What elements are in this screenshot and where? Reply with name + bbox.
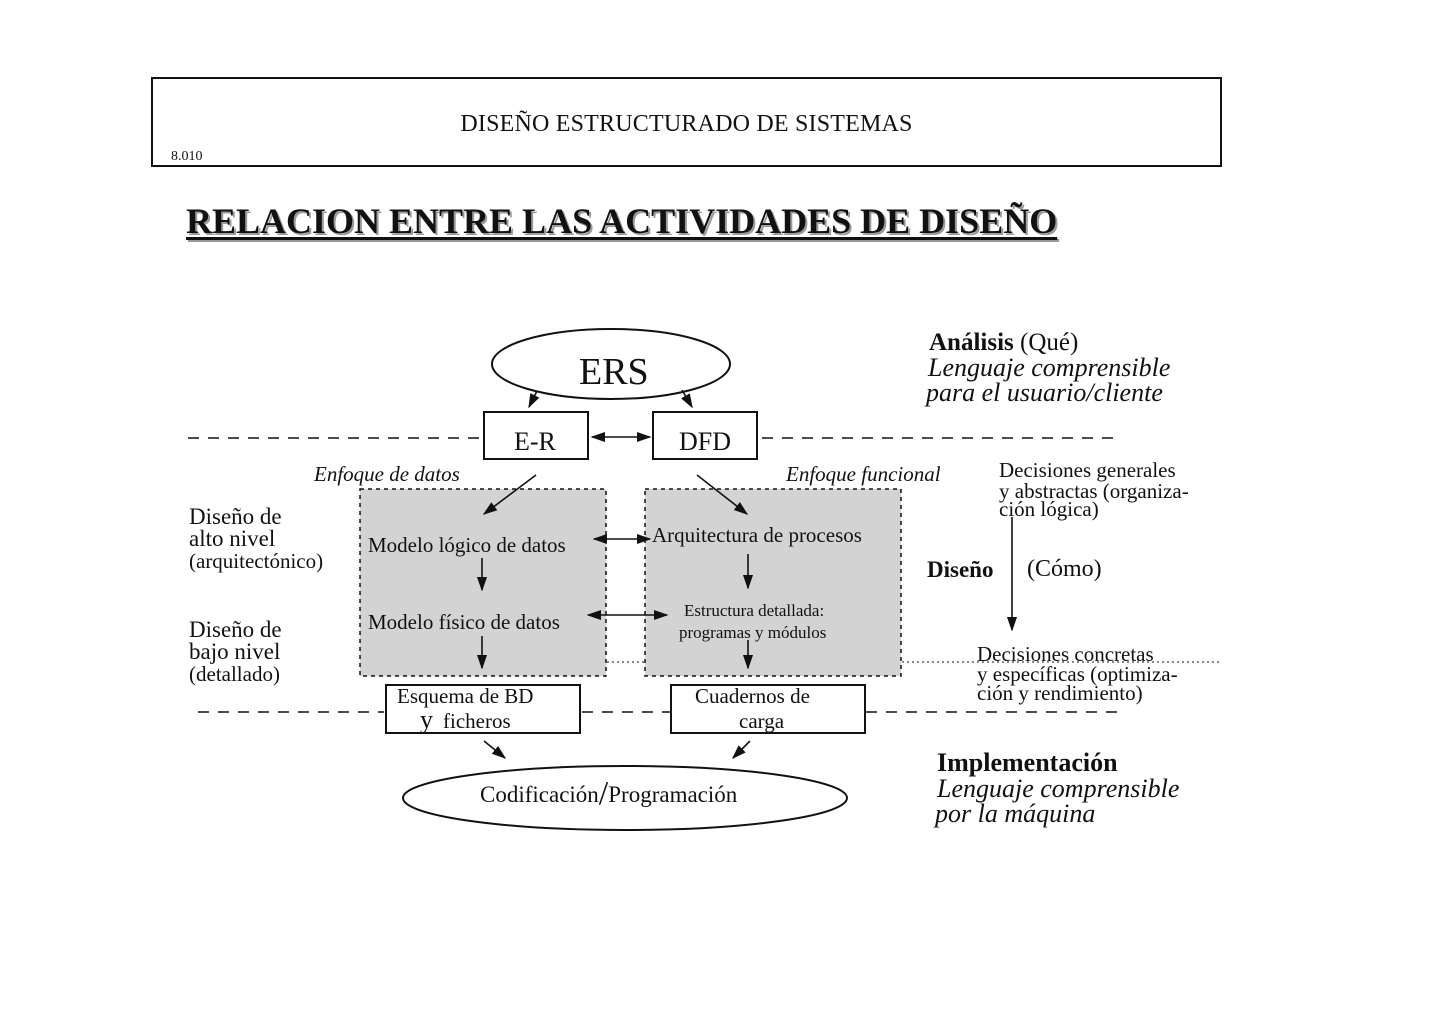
analisis-line2: Lenguaje comprensible [928, 353, 1171, 382]
dec-con-line2: y específicas (optimiza- [977, 662, 1178, 686]
data-design-panel [359, 488, 607, 677]
arrow-ers-to-er [528, 390, 540, 409]
dec-gen-line3: ción lógica) [999, 497, 1099, 521]
esquema-line2: ficheros [443, 709, 511, 733]
codificacion-label: Codificación/Programación [480, 775, 738, 812]
estructura-line1: Estructura detallada: [684, 601, 825, 620]
impl-line2: Lenguaje comprensible [937, 774, 1180, 803]
diseno-como: (Cómo) [1027, 556, 1102, 582]
arquitectura-label: Arquitectura de procesos [652, 523, 862, 547]
modelo-fisico-label: Modelo físico de datos [368, 610, 560, 634]
analisis-heading: Análisis (Qué) [929, 330, 1078, 355]
enfoque-datos-label: Enfoque de datos [314, 462, 460, 486]
codificacion-text: Codificación [480, 782, 599, 807]
impl-line3: por la máquina [935, 799, 1096, 828]
bajo-line3: (detallado) [189, 662, 280, 686]
alto-line3: (arquitectónico) [189, 549, 324, 573]
esquema-y: y [420, 705, 433, 734]
analisis-que: (Qué) [1020, 329, 1079, 356]
arrow-esquema-to-codificacion [483, 740, 507, 759]
enfoque-funcional-label: Enfoque funcional [786, 462, 941, 486]
er-label: E-R [514, 427, 556, 456]
header-title: DISEÑO ESTRUCTURADO DE SISTEMAS [460, 111, 913, 137]
dec-gen-line1: Decisiones generales [999, 458, 1176, 482]
alto-nivel-label: Diseño de alto nivel (arquitectónico) [189, 504, 324, 573]
arrow-ers-to-dfd [681, 389, 693, 409]
process-design-panel [644, 488, 902, 677]
esquema-line1: Esquema de BD [397, 684, 534, 708]
cuadernos-box [670, 684, 866, 734]
ers-label: ERS [579, 351, 649, 393]
dec-con-line3: ción y rendimiento) [977, 681, 1143, 705]
header-box: DISEÑO ESTRUCTURADO DE SISTEMAS 8.010 [151, 77, 1222, 167]
esquema-box [385, 684, 581, 734]
analisis-line3: para el usuario/cliente [926, 378, 1163, 407]
alto-line2: alto nivel [189, 526, 276, 551]
impl-bold: Implementación [937, 748, 1118, 777]
cuadernos-line2: carga [739, 709, 785, 733]
diseno-bold: Diseño [927, 557, 994, 582]
dfd-box [652, 411, 758, 460]
arrow-dfd-to-arquitectura [696, 474, 749, 515]
er-box [483, 411, 589, 460]
main-title: RELACION ENTRE LAS ACTIVIDADES DE DISEÑO [186, 201, 1058, 241]
codificacion-ellipse [402, 765, 848, 831]
estructura-line2: programas y módulos [679, 623, 827, 642]
cuadernos-line1: Cuadernos de [695, 684, 810, 708]
page-code: 8.010 [171, 149, 203, 164]
arrow-cuadernos-to-codificacion [731, 740, 751, 760]
alto-line1: Diseño de [189, 504, 282, 529]
dfd-label: DFD [679, 427, 732, 456]
bajo-line1: Diseño de [189, 617, 282, 642]
dec-gen-line2: y abstractas (organiza- [999, 479, 1189, 503]
bajo-nivel-label: Diseño de bajo nivel (detallado) [189, 617, 282, 686]
codificacion-slash: / [598, 775, 609, 812]
ers-ellipse [491, 328, 731, 400]
arrow-er-to-logico [482, 474, 537, 515]
analisis-bold: Análisis [929, 329, 1014, 356]
programacion-text: Programación [608, 782, 738, 807]
dec-con-line1: Decisiones concretas [977, 642, 1154, 666]
bajo-line2: bajo nivel [189, 639, 281, 664]
modelo-logico-label: Modelo lógico de datos [368, 533, 566, 557]
